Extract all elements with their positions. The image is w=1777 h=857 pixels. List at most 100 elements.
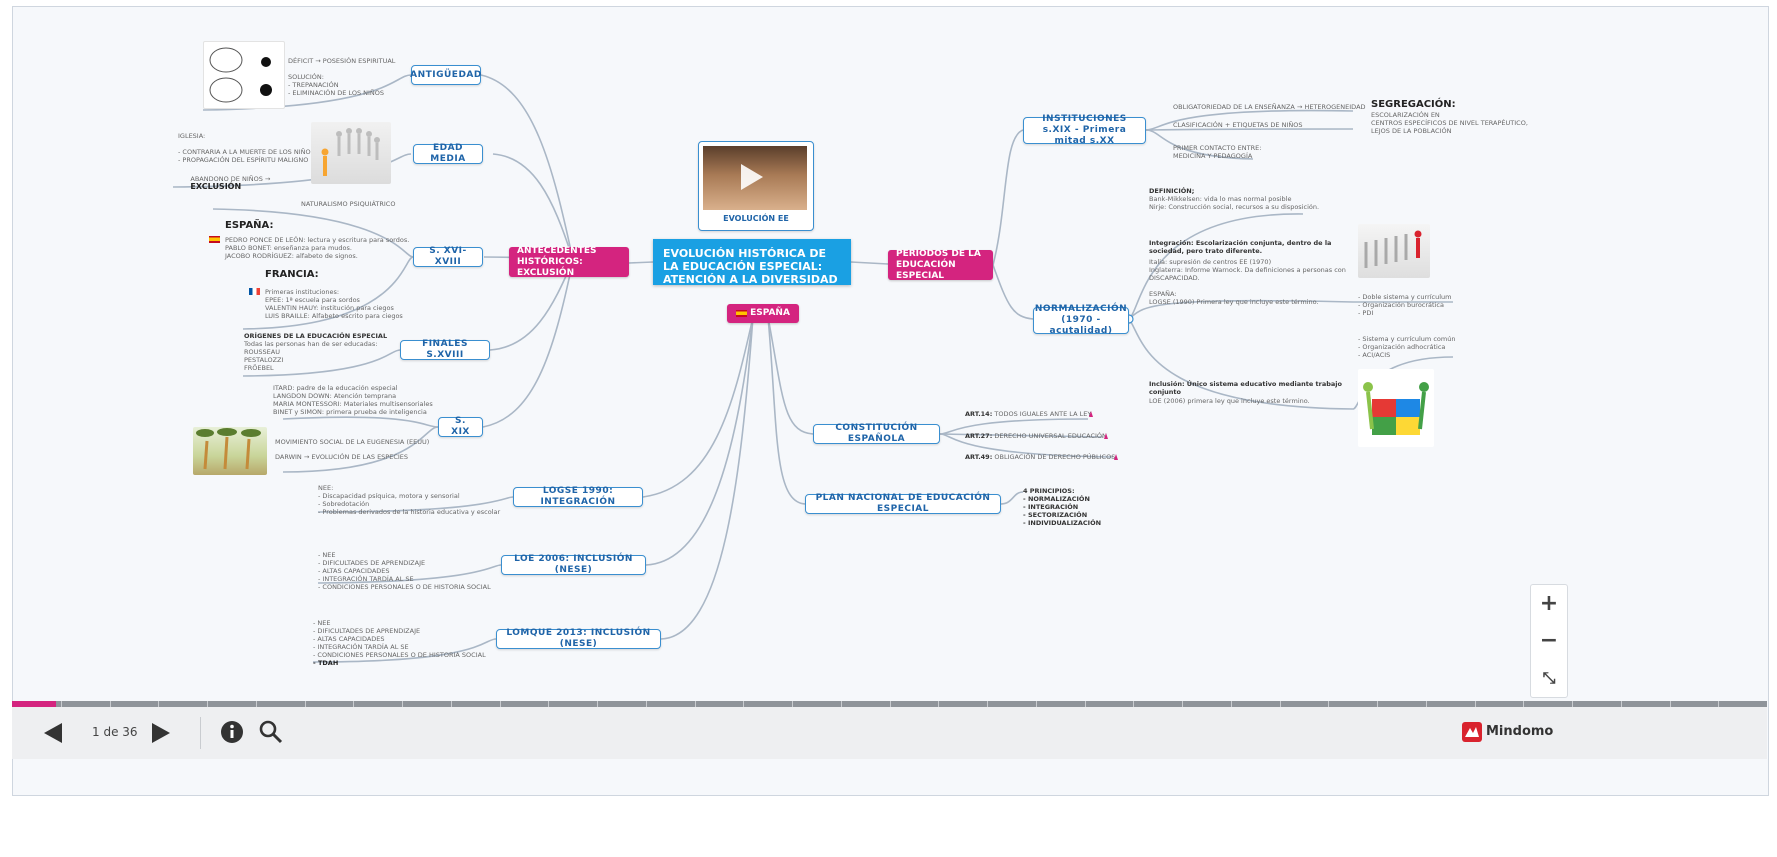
node-edad-media[interactable]: EDAD MEDIA (413, 143, 483, 164)
note-obligatoriedad: OBLIGATORIEDAD DE LA ENSEÑANZA → HETEROG… (1173, 103, 1366, 111)
note-clasificacion: CLASIFICACIÓN + ETIQUETAS DE NIÑOS (1173, 121, 1303, 129)
progress-segment (1182, 701, 1183, 707)
note-exclusion: EXCLUSIÓN (190, 182, 242, 191)
people-icon (321, 128, 380, 176)
node-loe[interactable]: LOE 2006: INCLUSIÓN (NESE) (501, 554, 646, 575)
puzzle-icon (1363, 382, 1429, 435)
progress-segment (402, 701, 403, 707)
video-node[interactable]: EVOLUCIÓN EE (698, 141, 814, 231)
node-lomque[interactable]: LOMQUE 2013: INCLUSIÓN (NESE) (496, 628, 661, 649)
attachment-icon[interactable] (1103, 432, 1109, 440)
giraffe-icon (196, 428, 261, 470)
puzzle-image (1358, 369, 1434, 447)
progress-segment (548, 701, 550, 707)
note-plan: 4 PRINCIPIOS: - NORMALIZACIÓN - INTEGRAC… (1023, 487, 1102, 527)
attachment-icon[interactable] (1113, 453, 1119, 461)
progress-segment (1084, 701, 1086, 707)
progress-segment (987, 701, 988, 707)
spain-flag-icon (209, 236, 220, 243)
progress-segment (840, 701, 842, 707)
node-plan-nacional[interactable]: PLAN NACIONAL DE EDUCACIÓN ESPECIAL (805, 493, 1001, 514)
zoom-in-button[interactable]: + (1539, 591, 1559, 616)
node-antiguedad[interactable]: ANTIGÜEDAD (410, 65, 481, 85)
progress-segment (938, 701, 940, 707)
hub-antecedentes[interactable]: ANTECEDENTES HISTÓRICOS: EXCLUSIÓN (509, 246, 629, 278)
note-abandono: ABANDONO DE NIÑOS → EXCLUSIÓN (178, 167, 270, 199)
node-finales-s-xviii[interactable]: FINALES S.XVIII (400, 339, 490, 360)
attachment-icon[interactable] (1088, 410, 1094, 418)
search-icon[interactable] (258, 719, 284, 745)
zoom-out-button[interactable]: − (1539, 628, 1559, 653)
progress-segment (1669, 701, 1671, 707)
note-eugenesia: MOVIMIENTO SOCIAL DE LA EUGENESIA (EEUU) (275, 438, 430, 446)
toolbar-divider (200, 717, 201, 749)
note-lomque: - NEE - DIFICULTADES DE APRENDIZAJE - AL… (313, 619, 486, 659)
next-slide-icon[interactable] (150, 721, 174, 745)
skull-icon (209, 47, 272, 103)
play-icon[interactable] (741, 164, 763, 190)
hub-periodos-label: PERIODOS DE LA EDUCACIÓN ESPECIAL (896, 248, 981, 281)
definicion-title: DEFINICIÓN; (1149, 187, 1195, 195)
node-normalizacion[interactable]: NORMALIZACIÓN (1970 - acutalidad) (1033, 304, 1129, 336)
node-s-xvi-xviii[interactable]: S. XVI-XVIII (413, 246, 483, 267)
note-tdah: - TDAH (313, 659, 339, 667)
progress-segment (1328, 701, 1330, 707)
francia-title: FRANCIA: (265, 269, 319, 280)
art49-label: ART.49: (965, 453, 993, 461)
note-inclusion: LOE (2006) primera ley que incluye este … (1149, 397, 1310, 405)
central-topic[interactable]: EVOLUCIÓN HISTÓRICA DE LA EDUCACIÓN ESPE… (653, 239, 851, 286)
progress-segment (1377, 701, 1378, 707)
progress-segment (1230, 701, 1232, 707)
segregacion-title: SEGREGACIÓN: (1371, 99, 1456, 110)
note-integracion: Italia: supresión de centros EE (1970) I… (1149, 258, 1346, 306)
progress-segment (1425, 701, 1427, 707)
art27-label: ART.27: (965, 432, 993, 440)
note-francia-body: Primeras instituciones: EPEE: 1ª escuela… (265, 288, 403, 320)
note-loe: - NEE - DIFICULTADES DE APRENDIZAJE - AL… (318, 551, 491, 591)
progress-segment (60, 701, 62, 707)
hub-espana-label: ESPAÑA (750, 308, 790, 318)
art14-text: TODOS IGUALES ANTE LA LEY (992, 410, 1092, 418)
progress-segment (158, 701, 160, 707)
note-primer-contacto: PRIMER CONTACTO ENTRE: MEDICINA Y PEDAGO… (1173, 144, 1262, 160)
progress-segment (792, 701, 793, 707)
node-constitucion[interactable]: CONSTITUCIÓN ESPAÑOLA (813, 423, 940, 444)
note-espana-body: PEDRO PONCE DE LEÓN: lectura y escritura… (225, 236, 410, 260)
progress-segment (1474, 701, 1476, 707)
fit-to-screen-icon[interactable]: ⤡ (1542, 667, 1556, 687)
espana-title: ESPAÑA: (225, 220, 274, 231)
art49-text: OBLIGACIÓN DE DERECHO PÚBLICOS (992, 453, 1116, 461)
slide-progress-fill (12, 701, 56, 707)
note-definicion: Bank-Mikkelsen: vida lo mas normal posib… (1149, 195, 1320, 211)
note-darwin: DARWIN → EVOLUCIÓN DE LAS ESPECIES (275, 453, 409, 461)
note-integracion-side: - Doble sistema y currículum - Organizac… (1358, 293, 1452, 317)
node-logse[interactable]: LOGSE 1990: INTEGRACIÓN (513, 486, 643, 507)
progress-segment (597, 701, 598, 707)
previous-slide-icon[interactable] (40, 721, 64, 745)
progress-segment (109, 701, 111, 707)
skull-image (203, 41, 285, 109)
progress-segment (255, 701, 257, 707)
lineup-image (1358, 224, 1430, 278)
info-icon[interactable] (220, 720, 244, 744)
slide-progress-bar[interactable] (12, 701, 1767, 707)
origenes-title: ORÍGENES DE LA EDUCACIÓN ESPECIAL (244, 332, 388, 340)
note-segregacion: ESCOLARIZACIÓN EN CENTROS ESPECÍFICOS DE… (1371, 111, 1528, 135)
progress-segment (304, 701, 306, 707)
node-instituciones[interactable]: INSTITUCIONES s.XIX - Primera mitad s.XX (1023, 114, 1146, 146)
mind-map-canvas[interactable]: EVOLUCIÓN HISTÓRICA DE LA EDUCACIÓN ESPE… (12, 6, 1769, 796)
node-s-xix[interactable]: S. XIX (438, 416, 483, 437)
progress-segment (499, 701, 501, 707)
progress-segment (694, 701, 696, 707)
progress-segment (1572, 701, 1573, 707)
hub-periodos[interactable]: PERIODOS DE LA EDUCACIÓN ESPECIAL (888, 248, 993, 281)
note-art14: ART.14: TODOS IGUALES ANTE LA LEY (965, 410, 1091, 418)
mindomo-brand: Mindomo (1486, 724, 1554, 739)
note-logse: NEE: - Discapacidad psíquica, motora y s… (318, 484, 501, 516)
hub-espana[interactable]: ESPAÑA (727, 304, 799, 323)
progress-segment (353, 701, 355, 707)
note-art27: ART.27: DERECHO UNIVERSAL EDUCACIÓN (965, 432, 1107, 440)
progress-segment (1279, 701, 1281, 707)
note-origenes: Todas las personas han de ser educadas: … (244, 340, 378, 372)
